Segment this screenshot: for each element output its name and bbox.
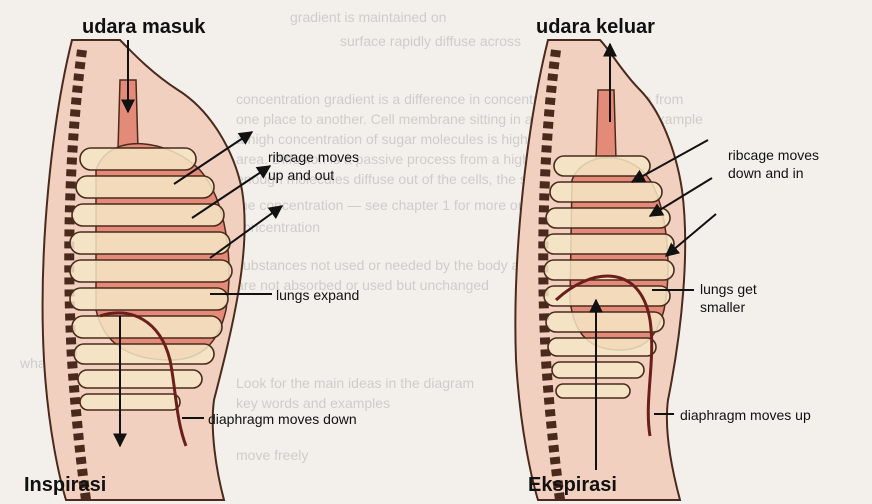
lungs-expand-label: lungs expand: [276, 286, 359, 304]
rib: [546, 208, 670, 228]
inspiration-caption: Inspirasi: [24, 474, 106, 497]
rib: [554, 156, 650, 176]
trachea: [596, 90, 616, 160]
lungs-smaller-label: lungs get smaller: [700, 280, 757, 316]
diaphragm-down-label: diaphragm moves down: [208, 410, 357, 428]
rib: [544, 286, 670, 306]
rib: [80, 394, 180, 410]
rib: [80, 148, 196, 170]
label-line: lungs get: [700, 280, 757, 298]
air-out-label: udara keluar: [536, 16, 655, 39]
label-line: ribcage moves: [728, 146, 819, 164]
ribcage-down-label: ribcage moves down and in: [728, 146, 819, 182]
rib: [548, 338, 656, 356]
rib: [552, 362, 644, 378]
rib: [74, 344, 214, 364]
inspiration-figure: [43, 40, 245, 500]
rib: [70, 288, 228, 310]
label-line: up and out: [268, 166, 359, 184]
rib: [72, 316, 222, 338]
rib: [76, 176, 214, 198]
ribcage-up-label: ribcage moves up and out: [268, 148, 359, 184]
label-line: smaller: [700, 298, 757, 316]
expiration-figure: [515, 40, 685, 500]
rib: [70, 232, 230, 254]
rib: [70, 260, 232, 282]
expiration-caption: Ekspirasi: [528, 474, 617, 497]
diaphragm-up-label: diaphragm moves up: [680, 406, 811, 424]
label-line: down and in: [728, 164, 819, 182]
rib: [550, 182, 662, 202]
rib: [544, 234, 674, 254]
rib: [546, 312, 664, 332]
rib: [556, 384, 630, 398]
label-line: ribcage moves: [268, 148, 359, 166]
rib: [78, 370, 202, 388]
air-in-label: udara masuk: [82, 16, 205, 39]
rib: [72, 204, 224, 226]
